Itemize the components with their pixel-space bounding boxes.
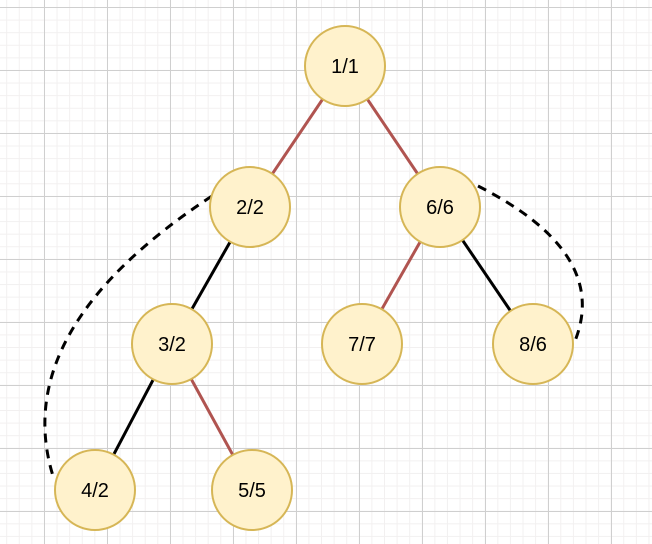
node-label: 6/6 xyxy=(426,197,454,219)
node-circle[interactable] xyxy=(492,303,574,385)
tree-node-1-1[interactable]: 1/1 xyxy=(304,25,386,107)
back-edge-4-2[interactable] xyxy=(43,194,213,477)
tree-node-5-5[interactable]: 5/5 xyxy=(211,449,293,531)
node-label: 4/2 xyxy=(81,480,109,502)
node-label: 3/2 xyxy=(158,334,186,356)
node-circle[interactable] xyxy=(399,166,481,248)
tree-nodes: 1/1 2/2 6/6 3/2 7/7 8/6 xyxy=(54,25,574,531)
node-circle[interactable] xyxy=(321,303,403,385)
node-label: 8/6 xyxy=(519,334,547,356)
tree-node-6-6[interactable]: 6/6 xyxy=(399,166,481,248)
tree-node-2-2[interactable]: 2/2 xyxy=(209,166,291,248)
node-circle[interactable] xyxy=(131,303,213,385)
node-label: 1/1 xyxy=(331,56,359,78)
tree-node-4-2[interactable]: 4/2 xyxy=(54,449,136,531)
node-circle[interactable] xyxy=(211,449,293,531)
tree-node-8-6[interactable]: 8/6 xyxy=(492,303,574,385)
back-edges xyxy=(43,184,584,477)
node-circle[interactable] xyxy=(209,166,291,248)
back-edge-8-6[interactable] xyxy=(477,184,584,342)
tree-node-3-2[interactable]: 3/2 xyxy=(131,303,213,385)
tree-node-7-7[interactable]: 7/7 xyxy=(321,303,403,385)
node-circle[interactable] xyxy=(54,449,136,531)
node-label: 5/5 xyxy=(238,480,266,502)
tree-edges xyxy=(93,65,535,491)
node-label: 7/7 xyxy=(348,334,376,356)
node-circle[interactable] xyxy=(304,25,386,107)
node-label: 2/2 xyxy=(236,197,264,219)
